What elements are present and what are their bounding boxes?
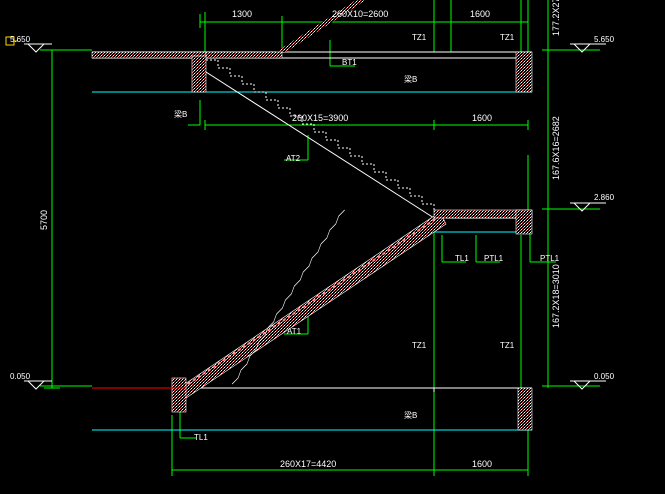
dim-top-landing-width: 1300 (232, 9, 252, 19)
elevation-symbols (24, 43, 606, 390)
label-tl1-mid: TL1 (455, 254, 469, 263)
dim-top-right-width: 1600 (470, 9, 490, 19)
dim-bottom-right-width: 1600 (472, 459, 492, 469)
label-tz1-top-a: TZ1 (412, 33, 427, 42)
structure-lines (92, 0, 532, 392)
label-tz1-top-b: TZ1 (500, 33, 515, 42)
label-tl1-bottom: TL1 (194, 433, 208, 442)
label-tz1-low-b: TZ1 (500, 341, 515, 350)
dim-total-height: 5700 (39, 210, 49, 230)
label-beam-left-mid: 梁B (174, 110, 187, 119)
elevation-top-left: 5.650 (10, 35, 31, 44)
label-beam-bottom: 梁B (404, 411, 417, 420)
label-at2: AT2 (286, 154, 301, 163)
elevation-top-right: 5.650 (594, 35, 615, 44)
label-beam-top: 梁B (404, 75, 417, 84)
dim-right-lower: 167.2X18=3010 (551, 264, 561, 328)
dim-right-upper: 177.2X27 (551, 0, 561, 36)
dim-lower-run: 260X17=4420 (280, 459, 336, 469)
label-ptl1-mid: PTL1 (484, 254, 504, 263)
elevation-bottom-right: 0.050 (594, 372, 615, 381)
axis-lines (92, 91, 532, 431)
upper-flight (276, 0, 366, 52)
label-bt1: BT1 (342, 58, 357, 67)
at1-flight (175, 209, 447, 399)
label-tz1-low-a: TZ1 (412, 341, 427, 350)
label-at1: AT1 (287, 327, 302, 336)
dim-mid-run: 260X15=3900 (292, 113, 348, 123)
dim-mid-right-width: 1600 (472, 113, 492, 123)
dim-right-mid: 167.6X16=2682 (551, 116, 561, 180)
elevation-bottom-left: 0.050 (10, 372, 31, 381)
at2-steps (206, 59, 435, 212)
hatched-members (91, 51, 533, 431)
cad-pickbox-icon[interactable] (5, 36, 18, 46)
elevation-mid-right: 2.860 (594, 193, 615, 202)
dim-upper-run: 260X10=2600 (332, 9, 388, 19)
label-ptl1-right: PTL1 (540, 254, 560, 263)
dimension-lines (40, 0, 600, 476)
